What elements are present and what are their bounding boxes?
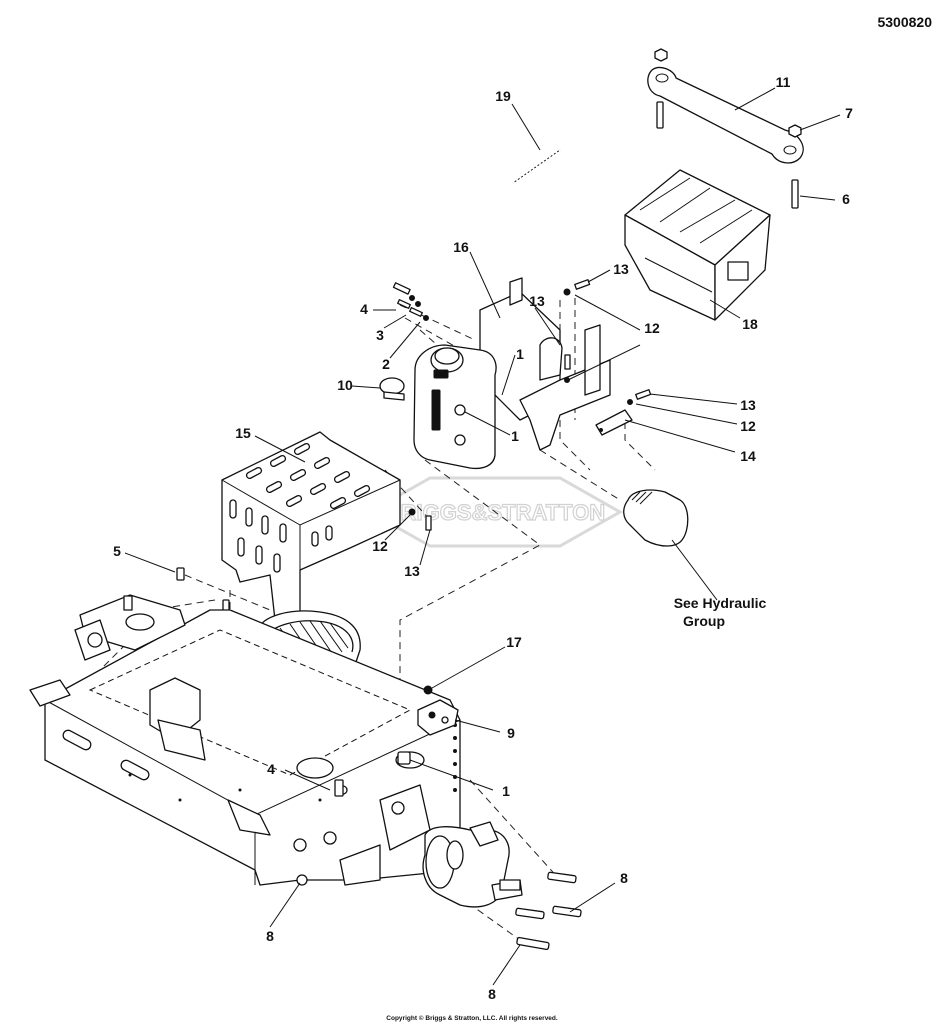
callout-9: 9 — [507, 725, 515, 741]
bracket-part-16 — [479, 277, 611, 451]
engine-shield-part-15 — [221, 431, 401, 621]
callout-8-bottom: 8 — [488, 986, 496, 1002]
hydraulic-pump — [422, 821, 523, 908]
callout-12-top: 12 — [644, 320, 660, 336]
callout-10: 10 — [337, 377, 353, 393]
callout-19: 19 — [495, 88, 511, 104]
watermark: BRIGGS&STRATTON — [366, 476, 624, 548]
callout-1-top: 1 — [516, 346, 524, 362]
callout-12-right: 12 — [740, 418, 756, 434]
callout-13-mid: 13 — [529, 293, 545, 309]
callout-5: 5 — [113, 543, 121, 559]
hydraulic-note-line2: Group — [683, 613, 725, 629]
callout-8-left: 8 — [266, 928, 274, 944]
callout-1-mid: 1 — [511, 428, 519, 444]
left-mount-assembly — [74, 594, 186, 661]
callout-13-top: 13 — [613, 261, 629, 277]
callout-12-lower: 12 — [372, 538, 388, 554]
clamp-part-10 — [379, 377, 405, 401]
callout-16: 16 — [453, 239, 469, 255]
hydraulic-filter — [623, 489, 689, 547]
brace-bar-part-11 — [647, 48, 804, 209]
plate-part-14 — [595, 409, 633, 436]
diagram-number: 5300820 — [877, 14, 932, 30]
callout-1-lower: 1 — [502, 783, 510, 799]
callout-8-right: 8 — [620, 870, 628, 886]
callout-15: 15 — [235, 425, 251, 441]
nut-part-1 — [397, 751, 411, 765]
callout-11: 11 — [776, 74, 791, 90]
bracket-part-9 — [417, 699, 459, 736]
bolts-part-8 — [515, 871, 582, 951]
callout-2: 2 — [382, 356, 390, 372]
callout-13-right: 13 — [740, 397, 756, 413]
bolt-part-4 — [334, 779, 344, 797]
battery-box-part-18 — [624, 169, 771, 321]
callout-labels: 19 11 7 6 18 16 13 13 12 4 3 2 1 1 10 13… — [113, 74, 853, 1002]
spring-part-19 — [511, 148, 562, 185]
watermark-text: BRIGGS&STRATTON — [385, 500, 605, 525]
callout-3: 3 — [376, 327, 384, 343]
callout-6: 6 — [842, 191, 850, 207]
fitting-part-17 — [423, 685, 433, 695]
callout-17: 17 — [506, 634, 522, 650]
callout-4-top: 4 — [360, 301, 368, 317]
fasteners-upper — [392, 279, 652, 405]
hydraulic-note-line1: See Hydraulic — [674, 595, 767, 611]
copyright-notice: Copyright © Briggs & Stratton, LLC. All … — [386, 1014, 558, 1022]
callout-14: 14 — [740, 448, 756, 464]
callout-18: 18 — [742, 316, 758, 332]
callout-13-lower: 13 — [404, 563, 420, 579]
shield-slots — [229, 443, 371, 573]
leader-lines — [124, 87, 841, 986]
chassis-frame — [29, 609, 461, 886]
callout-7: 7 — [845, 105, 853, 121]
fasteners-shield — [176, 508, 432, 613]
reservoir-tank — [413, 344, 497, 470]
callout-4-lower: 4 — [267, 761, 275, 777]
